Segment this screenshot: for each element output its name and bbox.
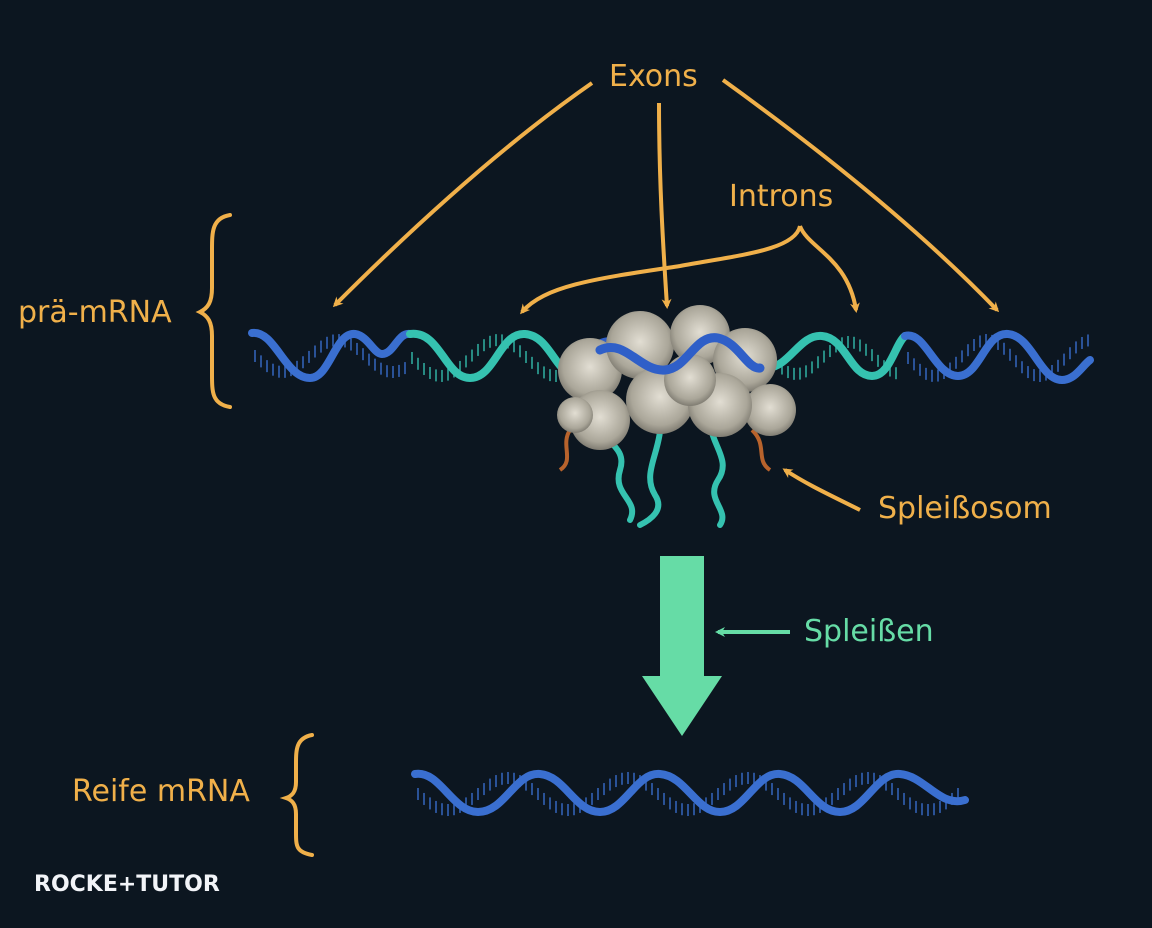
label-mature-mrna: Reife mRNA: [72, 774, 250, 809]
label-exons: Exons: [609, 59, 698, 94]
label-splicing: Spleißen: [804, 614, 934, 649]
mature-mrna-strand: [411, 769, 969, 817]
mature-mrna-bases: [417, 772, 959, 816]
arrow-exons-to-exon1: [332, 81, 594, 308]
label-introns: Introns: [729, 179, 834, 214]
brace-pre-mrna-icon: [195, 213, 232, 409]
brace-mature-mrna-icon: [279, 733, 314, 857]
pre-mrna-exon3-strand: [901, 330, 1094, 385]
label-spliceosome: Spleißosom: [878, 491, 1052, 526]
rocket-tutor-logo: ROCKE+TUTOR: [34, 872, 220, 897]
pre-mrna-intron2-strand: [764, 332, 909, 381]
label-pre-mrna: prä-mRNA: [18, 295, 172, 330]
pre-mrna-exon1-strand: [248, 329, 414, 383]
spliceosome-complex: [557, 305, 796, 528]
arrow-spliceosome-label: [782, 468, 861, 512]
arrow-exons-to-exon2: [657, 102, 672, 309]
process-arrow-icon: [642, 556, 722, 736]
arrow-exons-to-exon3: [721, 78, 1000, 313]
arrow-introns-to-intron2: [798, 225, 860, 313]
arrow-introns-to-intron1: [520, 225, 802, 315]
